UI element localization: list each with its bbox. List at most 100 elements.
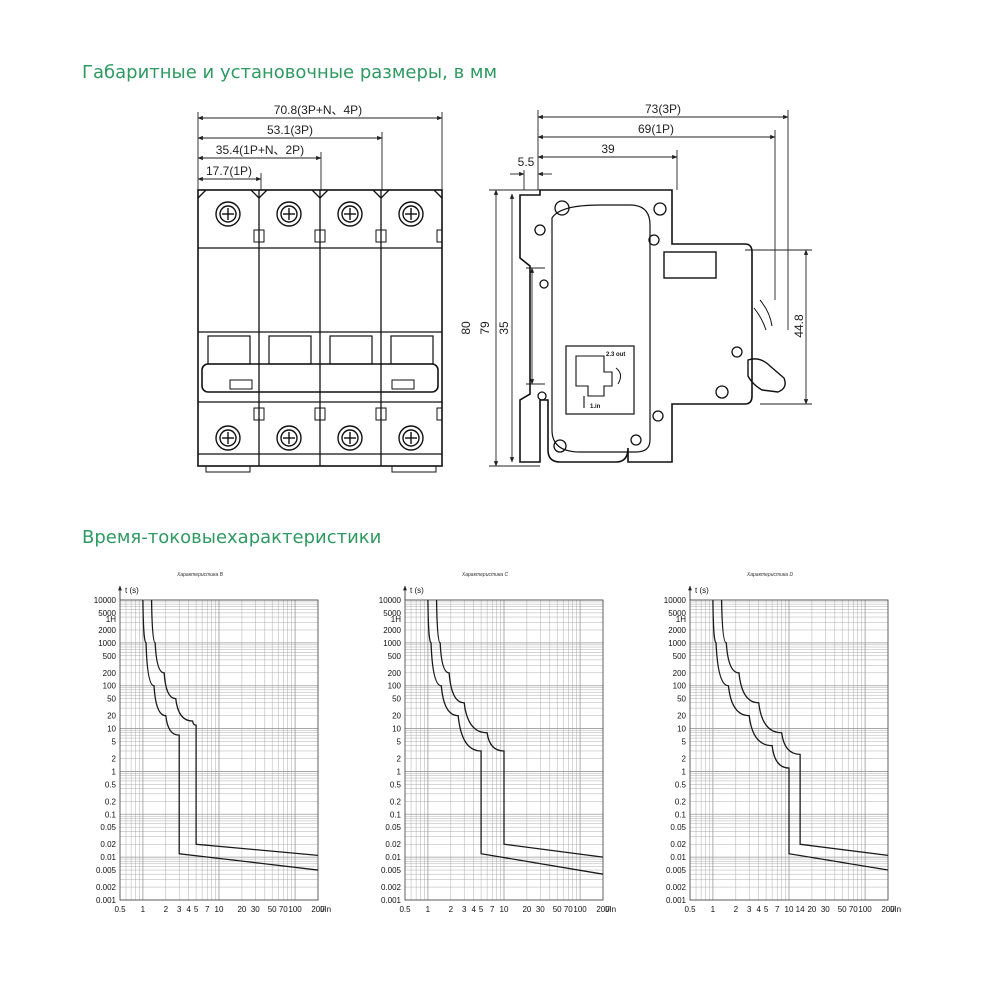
y-tick-label: 500 (388, 652, 402, 661)
x-tick-label: 3 (462, 905, 467, 914)
y-tick-label: 0.1 (390, 810, 402, 819)
y-tick-label: 50 (392, 695, 401, 704)
y-tick-label: 2000 (383, 626, 401, 635)
terminal-screw (276, 425, 302, 451)
y-tick-label: 10000 (664, 596, 687, 605)
y-tick-label: 0.01 (100, 853, 116, 862)
chart-grid (119, 599, 319, 901)
y-axis-label: t (s) (125, 586, 139, 595)
y-tick-label: 0.2 (390, 797, 402, 806)
y-tick-label: 50 (677, 695, 686, 704)
trip-curve (150, 599, 319, 857)
dim-80: 80 (459, 321, 473, 335)
y-tick-label: 0.002 (96, 883, 117, 892)
trip-curve (142, 599, 319, 871)
y-tick-label: 1000 (98, 639, 116, 648)
x-tick-label: 50 (268, 905, 277, 914)
x-tick-label: 4 (186, 905, 191, 914)
y-tick-label: 0.001 (666, 896, 687, 905)
y-tick-label: 100 (673, 682, 687, 691)
y-tick-label: 0.005 (666, 866, 687, 875)
y-tick-label: 200 (103, 669, 117, 678)
x-axis-label: I/In (320, 905, 331, 914)
x-tick-label: 30 (821, 905, 830, 914)
y-tick-label: 10 (107, 725, 116, 734)
label-out: 2.3 out (606, 352, 625, 358)
y-tick-label: 0.01 (385, 853, 401, 862)
x-tick-label: 14 (796, 905, 805, 914)
y-tick-label: 0.2 (675, 797, 687, 806)
x-tick-label: 10 (500, 905, 509, 914)
y-tick-label: 1H (676, 615, 686, 624)
terminal-screw (215, 201, 241, 227)
x-tick-label: 2 (449, 905, 454, 914)
dim-70-8: 70.8(3P+N、4P) (274, 103, 362, 117)
y-tick-label: 10000 (94, 596, 117, 605)
dim-35: 35 (497, 321, 511, 335)
y-tick-label: 10 (392, 725, 401, 734)
side-view-drawing (489, 110, 812, 467)
x-tick-label: 7 (490, 905, 495, 914)
x-tick-label: 200 (311, 905, 325, 914)
y-tick-label: 0.005 (381, 866, 402, 875)
x-tick-label: 7 (775, 905, 780, 914)
y-tick-label: 10000 (379, 596, 402, 605)
terminal-screw (398, 425, 424, 451)
x-tick-label: 2 (164, 905, 169, 914)
x-tick-label: 200 (881, 905, 895, 914)
y-tick-label: 0.05 (100, 823, 116, 832)
y-tick-label: 500 (103, 652, 117, 661)
y-tick-label: 200 (673, 669, 687, 678)
dim-5-5: 5.5 (518, 155, 535, 169)
dimensions-heading: Габаритные и установочные размеры, в мм (82, 62, 498, 83)
y-tick-label: 1000 (383, 639, 401, 648)
y-tick-label: 1H (391, 615, 401, 624)
terminal-screw (337, 425, 363, 451)
y-tick-label: 0.001 (381, 896, 402, 905)
trip-curve (720, 599, 889, 857)
y-tick-label: 0.5 (390, 780, 402, 789)
chart-title: Характеристика C (461, 572, 509, 578)
label-in: 1.in (590, 404, 601, 410)
dim-53-1: 53.1(3P) (267, 123, 313, 137)
x-tick-label: 4 (756, 905, 761, 914)
dim-35-4: 35.4(1P+N、2P) (216, 143, 304, 157)
y-tick-label: 100 (103, 682, 117, 691)
y-tick-label: 20 (677, 712, 686, 721)
y-tick-label: 5 (397, 737, 402, 746)
dim-79: 79 (478, 321, 492, 335)
x-axis-label: I/In (605, 905, 616, 914)
x-tick-label: 200 (596, 905, 610, 914)
x-axis-label: I/In (890, 905, 901, 914)
y-tick-label: 20 (392, 712, 401, 721)
x-tick-label: 20 (807, 905, 816, 914)
y-tick-label: 10 (677, 725, 686, 734)
dim-44-8: 44.8 (792, 314, 806, 338)
trip-chart: Характеристика Bt (s)1000050001H20001000… (94, 572, 331, 914)
y-tick-label: 100 (388, 682, 402, 691)
y-tick-label: 5000 (668, 609, 686, 618)
y-tick-label: 5000 (383, 609, 401, 618)
x-tick-label: 1 (426, 905, 431, 914)
y-tick-label: 2 (397, 755, 402, 764)
y-tick-label: 0.1 (675, 810, 687, 819)
y-axis-label: t (s) (695, 586, 709, 595)
y-tick-label: 5 (112, 737, 117, 746)
y-tick-label: 20 (107, 712, 116, 721)
terminal-screw (215, 425, 241, 451)
y-tick-label: 0.02 (100, 840, 116, 849)
y-tick-label: 0.002 (381, 883, 402, 892)
x-tick-label: 10 (215, 905, 224, 914)
x-tick-label: 70 (279, 905, 288, 914)
y-tick-label: 0.02 (385, 840, 401, 849)
x-tick-label: 1 (141, 905, 146, 914)
characteristics-heading: Время-токовыехарактеристики (82, 527, 382, 548)
y-tick-label: 2000 (668, 626, 686, 635)
terminal-screw (337, 201, 363, 227)
chart-title: Характеристика D (746, 572, 794, 578)
trip-curve (712, 599, 889, 871)
trip-curve (435, 599, 604, 858)
x-tick-label: 0.5 (399, 905, 411, 914)
trip-curve-charts: Характеристика Bt (s)1000050001H20001000… (94, 572, 901, 914)
x-tick-label: 4 (471, 905, 476, 914)
